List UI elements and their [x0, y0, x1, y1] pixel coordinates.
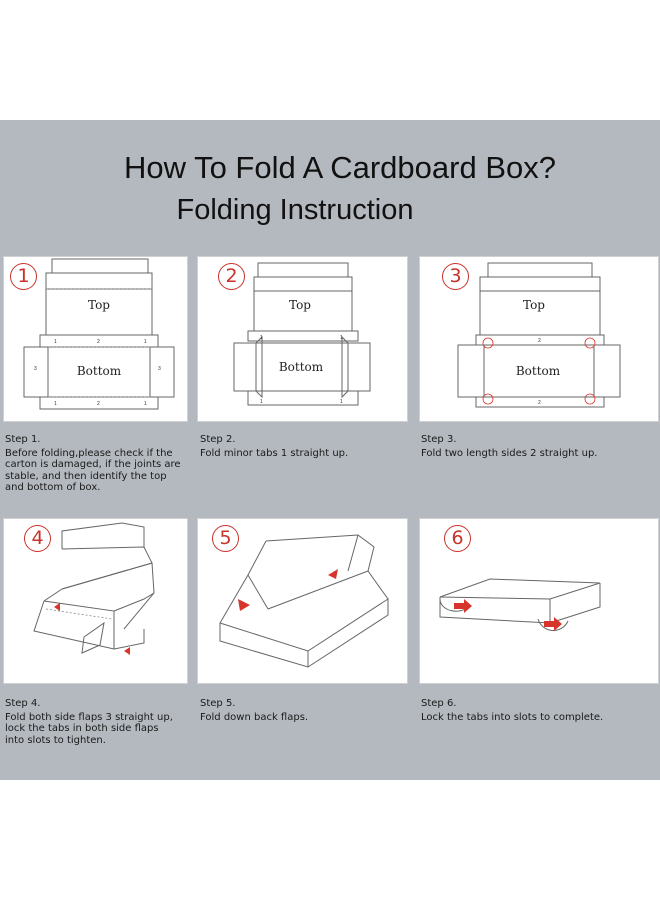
step-2-illustration: Top Bottom 1 1 1 1 2 — [197, 256, 408, 422]
step-2-description: Fold minor tabs 1 straight up. — [200, 447, 349, 459]
step-2-text: Step 2. Fold minor tabs 1 straight up. — [200, 434, 410, 459]
svg-text:3: 3 — [158, 366, 161, 372]
length-sides-up-diagram: Top Bottom 2 2 — [457, 262, 621, 408]
step-4-illustration: 4 — [3, 518, 188, 684]
step-3-description: Fold two length sides 2 straight up. — [421, 447, 598, 459]
step-number-3: 3 — [442, 263, 469, 290]
svg-text:Top: Top — [289, 298, 311, 312]
svg-text:Top: Top — [523, 298, 545, 312]
step-6-description: Lock the tabs into slots to complete. — [421, 711, 604, 723]
step-4-title: Step 4. — [5, 698, 41, 709]
step-number-1: 1 — [10, 263, 37, 290]
side-flaps-up-diagram — [33, 522, 155, 655]
step-5-title: Step 5. — [200, 698, 236, 709]
page-subtitle: Folding Instruction — [176, 194, 414, 226]
svg-text:2: 2 — [538, 338, 541, 344]
svg-text:2: 2 — [538, 400, 541, 406]
step-6-illustration: 6 — [419, 518, 659, 684]
svg-text:Bottom: Bottom — [516, 364, 561, 378]
step-1-illustration: Top Bottom 1 2 1 3 3 1 2 1 1 — [3, 256, 188, 422]
step-6-text: Step 6. Lock the tabs into slots to comp… — [421, 698, 656, 723]
svg-text:1: 1 — [144, 401, 147, 407]
svg-text:1: 1 — [54, 339, 57, 345]
page-title: How To Fold A Cardboard Box? — [124, 150, 556, 185]
step-1-description: Before folding,please check if the carto… — [5, 447, 181, 494]
step-number-5: 5 — [212, 525, 239, 552]
bottom-label: Bottom — [77, 364, 122, 378]
svg-text:1: 1 — [144, 339, 147, 345]
step-5-text: Step 5. Fold down back flaps. — [200, 698, 410, 723]
step-1-title: Step 1. — [5, 434, 41, 445]
step-4-text: Step 4. Fold both side flaps 3 straight … — [5, 698, 195, 746]
svg-text:1: 1 — [260, 399, 263, 405]
svg-text:Bottom: Bottom — [279, 360, 324, 374]
minor-tabs-up-diagram: Top Bottom 1 1 1 1 — [233, 262, 371, 406]
step-4-description: Fold both side flaps 3 straight up, lock… — [5, 711, 173, 746]
svg-text:1: 1 — [340, 335, 343, 341]
svg-text:2: 2 — [97, 339, 100, 345]
step-3-illustration: Top Bottom 2 2 3 — [419, 256, 659, 422]
step-5-description: Fold down back flaps. — [200, 711, 309, 723]
step-1-text: Step 1. Before folding,please check if t… — [5, 434, 195, 494]
svg-text:2: 2 — [97, 401, 100, 407]
step-3-text: Step 3. Fold two length sides 2 straight… — [421, 434, 656, 459]
step-number-4: 4 — [24, 525, 51, 552]
assembled-box-diagram — [439, 578, 601, 631]
step-5-illustration: 5 — [197, 518, 408, 684]
svg-text:1: 1 — [54, 401, 57, 407]
step-6-title: Step 6. — [421, 698, 457, 709]
svg-text:3: 3 — [34, 366, 37, 372]
step-3-title: Step 3. — [421, 434, 457, 445]
step-2-title: Step 2. — [200, 434, 236, 445]
step-number-2: 2 — [218, 263, 245, 290]
back-flaps-down-diagram — [219, 534, 389, 668]
svg-text:1: 1 — [340, 399, 343, 405]
step-number-6: 6 — [444, 525, 471, 552]
unfolded-box-diagram: Top Bottom 1 2 1 3 3 1 2 1 — [23, 258, 175, 410]
top-label: Top — [88, 298, 110, 312]
svg-text:1: 1 — [260, 335, 263, 341]
